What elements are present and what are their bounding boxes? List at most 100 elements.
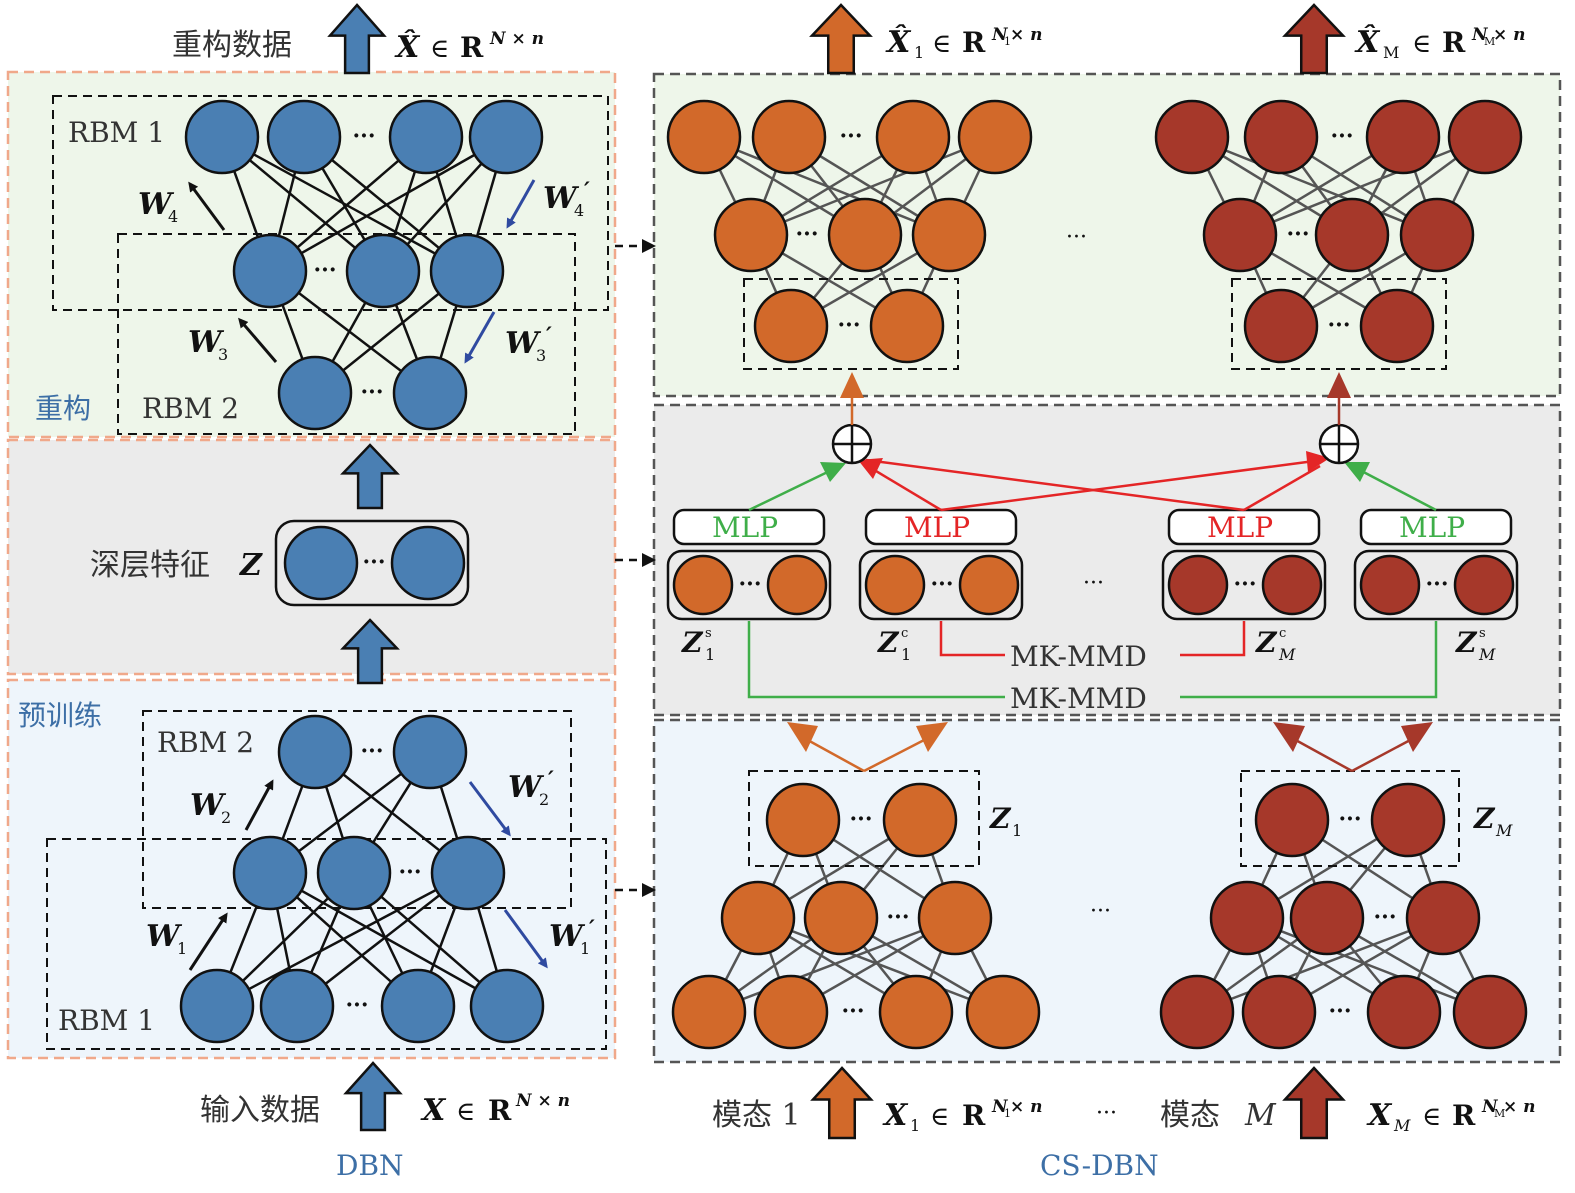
svg-text:M: M xyxy=(1278,645,1296,664)
zms-ellipsis: ··· xyxy=(1426,571,1449,597)
right-reconm-l2-node-1 xyxy=(1314,197,1390,273)
output-in: ∈ xyxy=(430,34,449,64)
svg-text:∈: ∈ xyxy=(1412,29,1431,59)
input-m-block-arrow xyxy=(1282,1066,1346,1140)
right-prem-l2-ellipsis: ··· xyxy=(1374,904,1397,930)
left-pre-21-edge-0-3 xyxy=(269,871,508,1008)
svg-text:Z: Z xyxy=(1255,626,1278,659)
input-math: X ∈ R N × n xyxy=(420,1091,570,1128)
right-prem-l1-node-2 xyxy=(1366,974,1442,1050)
svg-text:s: s xyxy=(705,626,712,641)
rbm-top-1-label: RBM 1 xyxy=(68,116,165,149)
input-1-block-arrow xyxy=(810,1066,874,1140)
svg-text:′: ′ xyxy=(546,323,552,349)
svg-text:s: s xyxy=(1479,626,1486,641)
right-prem-l3-node-0 xyxy=(1254,782,1330,858)
deep-feature-ellipsis: ··· xyxy=(363,549,386,575)
output-set: R xyxy=(460,31,484,64)
right-reconm-l3-ellipsis: ··· xyxy=(1328,312,1351,338)
output-m-math: X̂ M ∈ R N M × n xyxy=(1354,25,1526,62)
feature-up-arrow-top xyxy=(340,443,400,510)
svg-text:1: 1 xyxy=(901,645,911,664)
output-1-math: X̂ 1 ∈ R N 1 × n xyxy=(885,25,1043,62)
zm-split-left xyxy=(1291,736,1353,773)
right-recon1-l3-ellipsis: ··· xyxy=(838,312,861,338)
svg-text:X̂: X̂ xyxy=(885,25,912,60)
input-1-label: 模态 1 xyxy=(712,1098,801,1133)
svg-text:N: N xyxy=(1481,1097,1499,1117)
right-prem-l1-ellipsis: ··· xyxy=(1329,998,1352,1024)
left-pre-l2-node-0 xyxy=(232,835,308,911)
svg-text:′: ′ xyxy=(584,178,590,204)
rbm-bot-1-label: RBM 1 xyxy=(58,1004,155,1037)
svg-text:2: 2 xyxy=(539,790,549,809)
svg-text:Z: Z xyxy=(989,802,1012,835)
output-var: X̂ xyxy=(394,30,421,65)
left-recon-l1-node-3 xyxy=(468,99,544,175)
svg-text:R: R xyxy=(962,1099,986,1132)
right-pre1-l3-node-0 xyxy=(765,782,841,858)
right-reconm-l1-node-1 xyxy=(1243,99,1319,175)
left-pre-l1-node-2 xyxy=(380,968,456,1044)
z1c-label: Z c 1 xyxy=(877,626,911,664)
svg-text:Z: Z xyxy=(1473,802,1496,835)
svg-text:X: X xyxy=(1366,1098,1393,1133)
zmc-node-0 xyxy=(1167,554,1229,616)
dbn-caption: DBN xyxy=(336,1149,404,1182)
input-m-label: 模态 xyxy=(1160,1098,1220,1133)
right-reconm-l2-node-2 xyxy=(1399,197,1475,273)
svg-text:1: 1 xyxy=(177,939,187,958)
right-prem-l2-node-1 xyxy=(1289,880,1365,956)
right-reconm-l1-node-2 xyxy=(1365,99,1441,175)
right-prem-l1-node-3 xyxy=(1452,974,1528,1050)
zms-box xyxy=(1353,549,1519,621)
left-recon-l2-node-0 xyxy=(232,233,308,309)
right-recon1-l1-node-1 xyxy=(751,99,827,175)
svg-text:X: X xyxy=(882,1098,909,1133)
right-reconm-l3-node-1 xyxy=(1359,288,1435,364)
right-reconm-l2-ellipsis: ··· xyxy=(1287,221,1310,247)
red-arrow-3 xyxy=(940,458,1323,512)
svg-text:N: N xyxy=(991,25,1009,45)
rbm-top-1-box xyxy=(52,95,609,311)
right-pre1-l1-node-1 xyxy=(753,974,829,1050)
svg-text:1: 1 xyxy=(1004,1107,1011,1120)
right-prem-l2-node-0 xyxy=(1209,880,1285,956)
w3-arrow xyxy=(238,317,278,363)
svg-text:N: N xyxy=(1471,25,1489,45)
right-pre1-l2-node-0 xyxy=(720,880,796,956)
z1c-node-0 xyxy=(864,554,926,616)
svg-text:W: W xyxy=(138,187,175,222)
svg-text:Z: Z xyxy=(681,626,704,659)
right-prem-l2-node-2 xyxy=(1405,880,1481,956)
svg-text:M: M xyxy=(1383,43,1399,62)
zmc-node-1 xyxy=(1261,554,1323,616)
right-reconm-l1-node-3 xyxy=(1447,99,1523,175)
left-recon-l3-ellipsis: ··· xyxy=(361,379,384,405)
input-1-math: X 1 ∈ R N 1 × n xyxy=(882,1097,1043,1135)
right-pre1-l1-ellipsis: ··· xyxy=(842,998,865,1024)
output-block-arrow xyxy=(327,3,387,75)
right-recon1-12-edge-3-0 xyxy=(750,135,996,237)
left-pre-21-edge-2-0 xyxy=(216,871,469,1008)
right-prem-21-edge-0-3 xyxy=(1246,916,1491,1014)
z1s-label: Z s 1 xyxy=(681,626,715,664)
right-recon1-l1-node-3 xyxy=(957,99,1033,175)
left-pre-l3-node-0 xyxy=(277,714,353,790)
svg-text:× n: × n xyxy=(1493,25,1526,45)
red-arrowhead-1 xyxy=(858,458,883,479)
svg-text:3: 3 xyxy=(536,346,546,365)
input-block-arrow xyxy=(343,1061,403,1132)
svg-text:M: M xyxy=(1393,1116,1411,1135)
input-in: ∈ xyxy=(456,1097,475,1127)
mlp-label-1: MLP xyxy=(712,511,778,544)
w2-arrow xyxy=(244,779,274,831)
left-recon-l1-node-1 xyxy=(266,99,342,175)
svg-text:N: N xyxy=(991,1097,1009,1117)
svg-text:c: c xyxy=(901,626,908,641)
rbm-top-2-box xyxy=(117,233,576,435)
right-z1-box xyxy=(748,770,980,867)
w2-label: W 2 xyxy=(190,788,231,827)
z1-split-left xyxy=(803,736,865,773)
